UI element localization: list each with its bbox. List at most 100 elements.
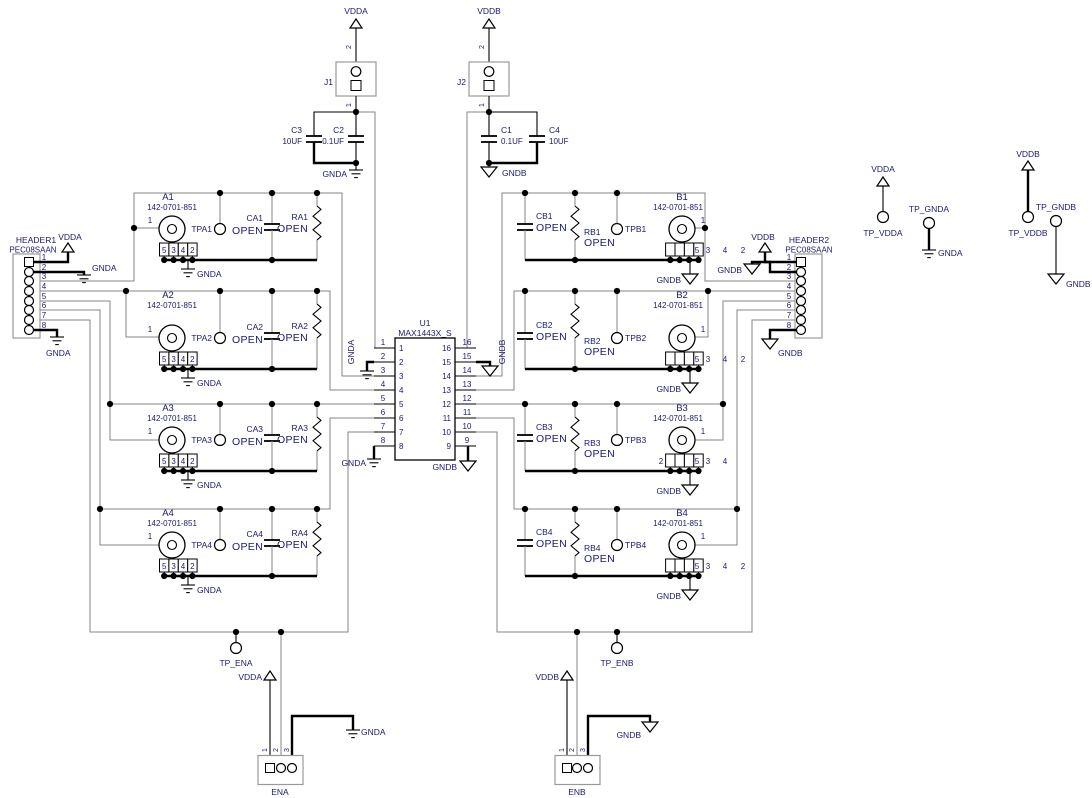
gnda-label: GNDA [197,480,222,490]
sma-ref: B1 [676,192,688,203]
header-pin-number: 4 [787,282,792,291]
sma-pad-number: 2 [741,355,746,364]
sma-pad-number: 2 [190,355,195,364]
resistor-symbol [570,303,580,339]
gndb-label: GNDB [432,462,457,472]
gndb-symbol [680,382,700,394]
junction-dot [613,287,621,295]
sma-pad-number: 3 [706,562,711,571]
junction-dot [613,628,621,636]
junction-dot [122,287,130,295]
res-value: OPEN [584,346,615,358]
net-wire [356,111,395,349]
net-label-vddb: VDDB [477,6,501,16]
ic-pin-name: 12 [442,400,451,409]
ground-wire [33,270,86,275]
sma-center-pin [676,332,688,344]
testpoint-label: TPA3 [191,435,212,445]
junction-dot [571,572,579,580]
sma-pad-number: 5 [162,355,167,364]
ic-pin-number: 6 [381,408,386,417]
sma-pad-number: 3 [171,562,176,571]
ic-pin-number: 10 [463,422,472,431]
res-ref: RA1 [291,212,308,222]
junction-dot [613,189,621,197]
gndb-label: GNDB [616,730,641,740]
testpoint-pad [1049,214,1063,228]
junction-dot [216,287,224,295]
net-wire [695,300,797,441]
testpoint-pad [610,641,624,655]
cap-ref: C4 [549,125,560,135]
pin-number: 2 [273,748,280,752]
gnda-symbol [181,584,195,594]
gndb-symbol [458,460,478,472]
net-wire [695,309,797,546]
junction-dot [521,505,529,513]
ic-pin-name: 11 [443,414,452,423]
sma-connector [158,426,186,454]
gnda-symbol [346,729,360,739]
net-wire [455,319,797,633]
ic-pin-name: 1 [399,344,404,353]
junction-dot [571,365,579,373]
sma-center-pin [676,434,688,446]
testpoint-label: TP_VDDA [863,228,903,238]
gnda-symbol [367,458,381,468]
gnda-label: GNDA [938,248,963,258]
sma-pad-number: 3 [171,246,176,255]
res-value: OPEN [277,539,308,551]
junction-dot [216,189,224,197]
sma-pad-number: 4 [181,457,186,466]
sma-ref: B4 [676,508,688,519]
ic-pin-name: 8 [399,442,404,451]
sma-ground-pad [683,242,695,257]
junction-dot [189,256,196,264]
sma-pad-number: 4 [723,246,728,255]
junction-dot [161,467,168,475]
ground-wire [365,360,374,371]
cap-ref: CA2 [246,322,263,332]
sma-ground-pad [665,558,676,573]
junction-dot [733,505,741,513]
ground-wire [489,142,539,165]
junction-dot [161,256,168,264]
net-wire [695,291,709,338]
junction-dot [521,287,529,295]
ic-pin-number: 1 [381,338,386,347]
header-part: PEC08SAAN [9,246,56,255]
jumper-pin-round [483,66,495,77]
testpoint-pad [610,433,624,447]
ic-pin-name: 3 [399,372,404,381]
header-pin-round [286,762,298,774]
jumper-pin-round [350,66,362,77]
junction-dot [686,572,693,580]
sma-pad-number: 3 [706,246,711,255]
junction-dot [571,505,579,513]
sma-ref: A3 [162,403,174,414]
header-pin-round [275,762,287,774]
jumper-pin1-label: 1 [346,103,353,107]
sma-part-number: 142-0701-851 [147,301,197,310]
header-pin-number: 4 [42,282,47,291]
cap-ref: CB3 [536,422,553,432]
gndb-symbol [1046,273,1066,285]
header-pin-number: 3 [42,272,47,281]
junction-dot [170,256,177,264]
header-ref: ENB [568,787,586,797]
sma-pin1-number: 1 [701,427,706,436]
testpoint-label: TP_VDDB [1008,228,1048,238]
gnda-label: GNDA [322,169,347,179]
sma-ground-pad [674,558,685,573]
wire [313,111,356,136]
ic-pin-number: 15 [463,352,472,361]
testpoint-label: TPB2 [625,333,647,343]
ic-pin-number: 9 [465,436,470,445]
pin-number: 1 [262,748,269,752]
gnda-label: GNDA [46,348,71,358]
cap-ref: C1 [501,125,512,135]
junction-dot [686,467,693,475]
ic-pin-name: 13 [442,386,451,395]
gnda-symbol [181,479,195,489]
header-pin-number: 7 [42,311,47,320]
